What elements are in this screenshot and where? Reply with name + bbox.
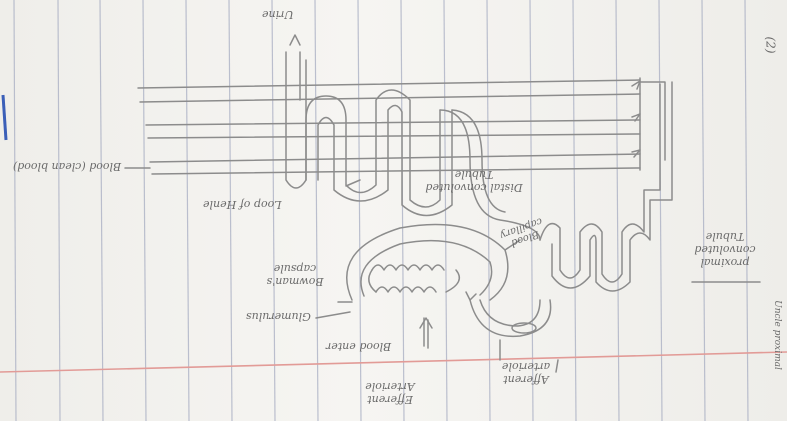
loop-of-henle — [306, 90, 452, 216]
label-distal-tubule: Distal convoluted Tubule — [414, 168, 534, 194]
label-glomerulus: Glumerulus — [246, 310, 311, 323]
arterioles — [420, 240, 551, 348]
page-number: (2) — [764, 37, 778, 54]
label-proximal-tubule: proximal convoluted Tubule — [680, 230, 770, 269]
label-efferent-arteriole: Afferent arteriole — [486, 360, 566, 386]
glomerulus — [369, 265, 460, 292]
label-bowmans-capsule: Bowman's capsule — [250, 262, 340, 288]
label-urine: Urine — [262, 8, 294, 21]
label-afferent-arteriole: Efferent Arteriole — [350, 380, 430, 406]
label-loop-of-henle: Loop of Henle — [203, 198, 282, 211]
label-blood-enter: Blood enter — [326, 340, 391, 353]
label-blood-clean: Blood (clean blood) — [12, 160, 122, 173]
collecting-duct — [286, 35, 306, 188]
label-uncle-proximal: Uncle proximal — [772, 300, 782, 370]
